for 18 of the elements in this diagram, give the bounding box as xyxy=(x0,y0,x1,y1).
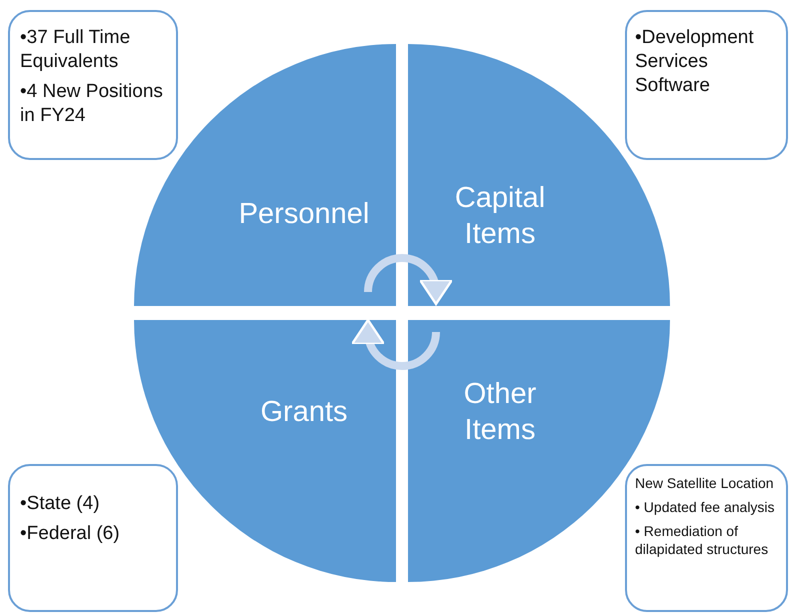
bullet-item: New Satellite Location xyxy=(635,474,775,492)
text-box xyxy=(625,464,788,612)
bullet-item: • Updated fee analysis xyxy=(635,498,776,516)
quadrant-label: Other Items xyxy=(462,377,538,448)
text-box xyxy=(625,10,788,160)
curved-arrow xyxy=(352,318,440,370)
curved-arrow xyxy=(364,254,452,306)
bullet-item: •Federal (6) xyxy=(20,522,121,546)
bullet-item: • Remediation of dilapidated structures xyxy=(635,522,770,558)
text-box xyxy=(8,464,178,612)
bullet-item: •Development Services Software xyxy=(635,26,755,98)
quadrant-label: Personnel xyxy=(238,197,370,232)
text-box xyxy=(8,10,178,160)
bullet-item: •4 New Positions in FY24 xyxy=(20,80,164,128)
bullet-item: •37 Full Time Equivalents xyxy=(20,26,132,74)
quadrant-label: Capital Items xyxy=(454,181,546,252)
bullet-item: •State (4) xyxy=(20,492,101,516)
quadrant-label: Grants xyxy=(259,395,349,430)
